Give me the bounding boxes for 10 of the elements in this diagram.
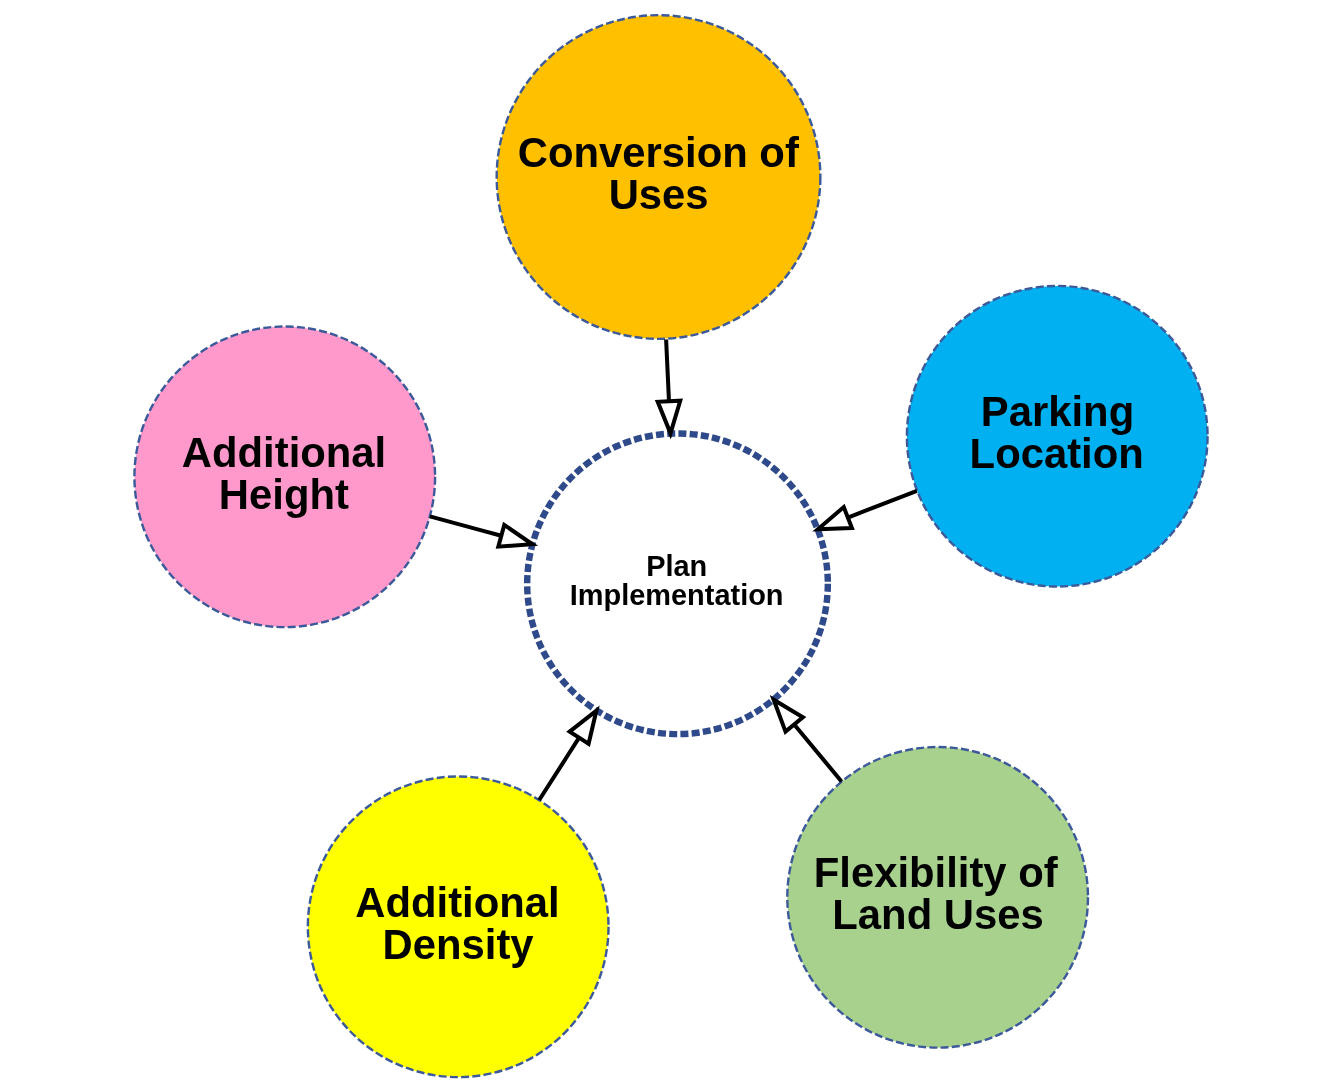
node-circle: Additional Height [133,325,437,629]
arrow [429,514,539,549]
arrow [812,488,918,532]
node-circle: Conversion of Uses [495,13,822,341]
arrow [769,695,844,783]
arrow [654,339,683,440]
node-circle: Additional Density [306,775,610,1079]
arrow [537,705,600,802]
node-circle: Flexibility of Land Uses [786,745,1090,1049]
node-circle: Parking Location [905,284,1209,588]
